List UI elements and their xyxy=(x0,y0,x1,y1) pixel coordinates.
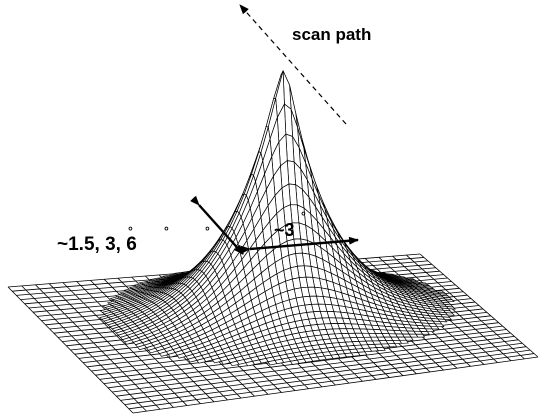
base-grid-line xyxy=(132,356,539,414)
beam-width-arrow xyxy=(240,236,359,254)
degree-mark-center: ° xyxy=(301,209,306,223)
peak-cell xyxy=(245,360,256,367)
base-grid-line xyxy=(116,342,523,397)
base-grid-line xyxy=(128,353,535,410)
base-grid-line xyxy=(406,254,525,360)
scan-path-label: scan path xyxy=(292,25,371,44)
scan-width-arrow xyxy=(190,195,244,255)
base-grid-line xyxy=(120,346,527,401)
base-grid-line xyxy=(419,253,539,358)
base-grid-line xyxy=(124,349,531,405)
degree-mark-2: ° xyxy=(164,224,169,238)
widths-label: ~1.5, 3, 6 xyxy=(57,234,137,255)
degree-mark-3: ° xyxy=(205,224,210,238)
peak-cell xyxy=(289,359,300,365)
peak-cell xyxy=(196,358,207,364)
peak-cell xyxy=(229,360,240,367)
degree-mark-1: ° xyxy=(128,224,133,238)
peak-cell xyxy=(267,360,278,366)
peak-surface xyxy=(98,70,456,367)
width-center-label: ~3 xyxy=(274,220,295,240)
